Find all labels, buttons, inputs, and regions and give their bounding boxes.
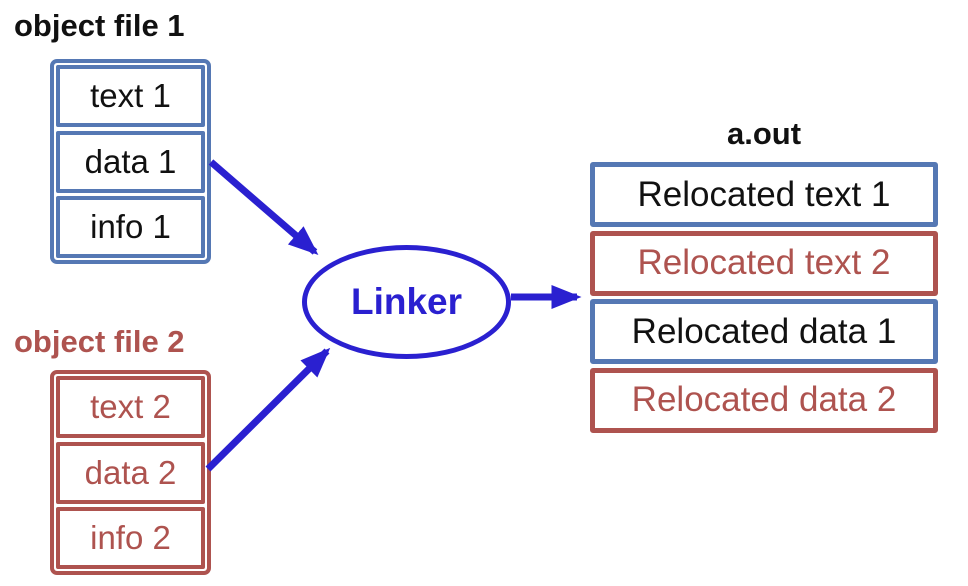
- aout-box: Relocated text 1 Relocated text 2 Reloca…: [590, 162, 938, 433]
- object-file-2-title: object file 2: [14, 324, 185, 359]
- object-file-1-cell-text: text 1: [56, 65, 205, 127]
- object-file-1-title: object file 1: [14, 8, 185, 43]
- aout-cell-relocated-data-2: Relocated data 2: [590, 367, 938, 433]
- object-file-2-cell-text: text 2: [56, 376, 205, 438]
- aout-cell-relocated-text-1: Relocated text 1: [590, 162, 938, 227]
- object-file-1-cell-data: data 1: [56, 130, 205, 193]
- object-file-1-box: text 1 data 1 info 1: [50, 59, 211, 264]
- linker-label: Linker: [350, 281, 463, 322]
- object-file-2-cell-info: info 2: [56, 507, 205, 569]
- aout-cell-relocated-data-1: Relocated data 1: [590, 299, 938, 365]
- object-file-2-box: text 2 data 2 info 2: [50, 370, 211, 575]
- aout-cell-relocated-text-2: Relocated text 2: [590, 230, 938, 296]
- arrow-data1-to-linker: [208, 159, 319, 255]
- arrow-data2-to-linker: [205, 347, 331, 472]
- linker-node: Linker: [302, 245, 511, 359]
- aout-title: a.out: [726, 116, 802, 151]
- object-file-2-cell-data: data 2: [56, 441, 205, 504]
- object-file-1-cell-info: info 1: [56, 196, 205, 258]
